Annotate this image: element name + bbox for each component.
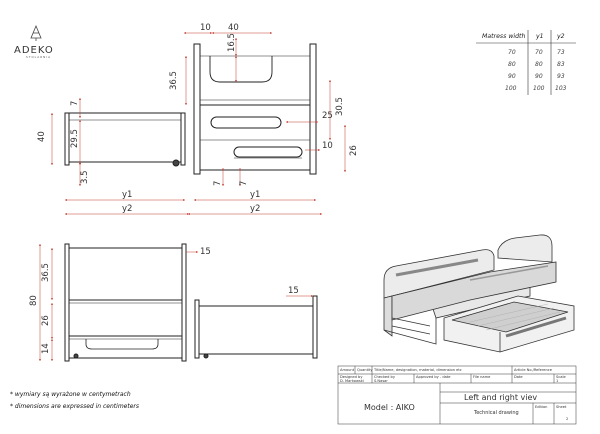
dim-y2-front: y2 bbox=[250, 204, 260, 214]
caster-wheel-icon bbox=[203, 353, 209, 359]
table-row-90-width: 90 bbox=[508, 73, 516, 80]
tb-file-name: File name bbox=[473, 375, 491, 379]
table-header-y2: y2 bbox=[556, 33, 565, 40]
lower-bed-front-dimensions bbox=[39, 244, 198, 361]
dim-3-5: 3.5 bbox=[80, 170, 90, 184]
tb-amount: Amount bbox=[340, 368, 355, 372]
table-row-70-width: 70 bbox=[508, 49, 516, 56]
dim-15-left: 15 bbox=[200, 247, 211, 257]
tb-date: Date bbox=[514, 375, 523, 379]
note-english: * dimensions are expressed in centimeter… bbox=[10, 403, 139, 410]
caster-wheel-icon bbox=[73, 353, 79, 359]
dim-16-5: 16.5 bbox=[227, 33, 237, 52]
tb-sheet-value: 2 bbox=[566, 417, 568, 421]
tb-designer: D. Markowski bbox=[340, 379, 364, 383]
dim-29-5: 29.5 bbox=[70, 129, 80, 148]
dim-36-5-front: 36.5 bbox=[169, 71, 179, 90]
side-view-dimensions bbox=[51, 98, 189, 215]
dim-14: 14 bbox=[41, 343, 51, 354]
front-view-dimensions bbox=[184, 32, 346, 215]
tb-article: Article No./Reference bbox=[514, 368, 553, 372]
title-block bbox=[337, 365, 577, 425]
table-row-90-y2: 93 bbox=[557, 73, 565, 80]
table-row-80-y2: 83 bbox=[557, 61, 565, 68]
tb-scale: Scale bbox=[556, 375, 566, 379]
dim-y1-front: y1 bbox=[250, 190, 260, 200]
dim-26-right: 26 bbox=[349, 145, 359, 156]
dim-10-top: 10 bbox=[200, 23, 211, 33]
dim-40-top: 40 bbox=[228, 23, 239, 33]
mattress-width-table: Matress width y1 y2 70 70 73 80 80 83 90… bbox=[476, 30, 576, 95]
table-row-70-y2: 73 bbox=[557, 49, 565, 56]
tb-sheet: Sheet bbox=[556, 405, 567, 409]
isometric-bed-illustration bbox=[383, 234, 575, 353]
table-row-90-y1: 90 bbox=[535, 73, 543, 80]
dim-7-side: 7 bbox=[70, 101, 80, 106]
front-view-drawing bbox=[193, 43, 317, 175]
brand-name: ADEKO bbox=[14, 45, 54, 56]
table-row-80-y1: 80 bbox=[535, 61, 543, 68]
note-polish: * wymiary są wyrażone w centymetrach bbox=[10, 391, 131, 398]
caster-wheel-icon bbox=[172, 159, 180, 167]
tb-edition: Edition bbox=[535, 405, 547, 409]
table-row-100-y1: 100 bbox=[533, 85, 545, 92]
table-header-width: Matress width bbox=[482, 32, 525, 40]
tb-view-title: Left and right viev bbox=[464, 393, 537, 402]
tb-quantity: Quantity bbox=[357, 368, 373, 372]
dim-25: 25 bbox=[322, 111, 333, 121]
dim-7-bottom-2: 7 bbox=[239, 181, 249, 186]
lower-bed-front-view bbox=[64, 243, 187, 362]
tb-designed-by: Designed by bbox=[340, 375, 363, 379]
table-row-100-width: 100 bbox=[505, 85, 517, 92]
table-header-y1: y1 bbox=[535, 33, 544, 40]
tb-approved-by: Approved by - date bbox=[416, 375, 451, 379]
side-view-drawing bbox=[64, 112, 186, 167]
dim-y1-side: y1 bbox=[122, 190, 132, 200]
dim-30-5: 30.5 bbox=[335, 97, 345, 116]
dim-15-right: 15 bbox=[288, 286, 299, 296]
table-row-80-width: 80 bbox=[508, 61, 516, 68]
tb-model: Model : AIKO bbox=[364, 403, 415, 412]
brand-logo: ADEKO STOLARNIA bbox=[14, 24, 54, 59]
dim-10-right: 10 bbox=[322, 141, 333, 151]
dim-y2-side: y2 bbox=[122, 204, 132, 214]
table-row-70-y1: 70 bbox=[535, 49, 543, 56]
tb-checker: S.Nasar bbox=[374, 379, 388, 383]
table-row-100-y2: 103 bbox=[555, 85, 567, 92]
tree-logo-icon bbox=[30, 24, 42, 41]
tb-checked-by: Checked by bbox=[374, 375, 396, 379]
tb-technical: Technical drawing bbox=[473, 410, 519, 416]
brand-tagline: STOLARNIA bbox=[26, 55, 51, 59]
dim-7-bottom: 7 bbox=[213, 181, 223, 186]
dim-80: 80 bbox=[29, 295, 39, 306]
tb-title-desc: Title/Name, designation, material, dimen… bbox=[373, 368, 462, 372]
dim-26-low: 26 bbox=[41, 315, 51, 326]
dim-40-side: 40 bbox=[37, 131, 47, 142]
trundle-side-view bbox=[194, 295, 318, 359]
dim-36-5-low: 36.5 bbox=[41, 263, 51, 282]
tb-scale-value: 1 bbox=[556, 379, 558, 383]
